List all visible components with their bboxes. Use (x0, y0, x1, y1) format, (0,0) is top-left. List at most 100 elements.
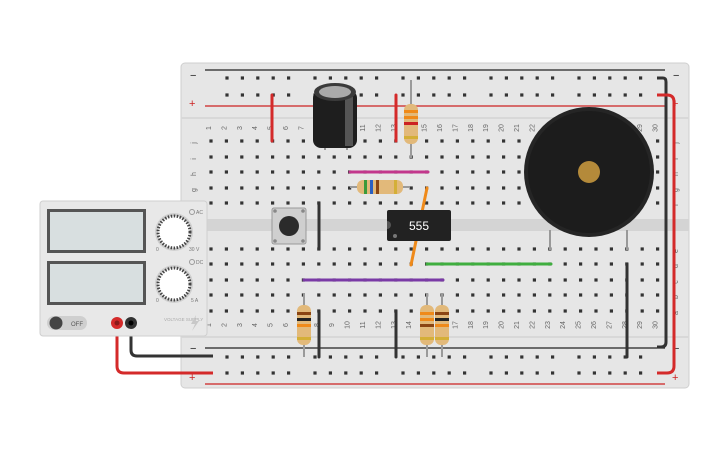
breadboard-hole[interactable] (394, 293, 398, 297)
breadboard-hole[interactable] (409, 293, 413, 297)
breadboard-hole[interactable] (440, 155, 444, 159)
breadboard-hole[interactable] (363, 201, 367, 205)
breadboard-hole[interactable] (639, 93, 643, 97)
breadboard-hole[interactable] (209, 186, 213, 190)
breadboard-hole[interactable] (608, 93, 612, 97)
breadboard-hole[interactable] (532, 309, 536, 313)
breadboard-hole[interactable] (271, 186, 275, 190)
breadboard-hole[interactable] (209, 155, 213, 159)
breadboard-hole[interactable] (463, 93, 467, 97)
breadboard-hole[interactable] (502, 201, 506, 205)
breadboard-hole[interactable] (256, 93, 260, 97)
breadboard-hole[interactable] (640, 278, 644, 282)
breadboard-hole[interactable] (363, 139, 367, 143)
breadboard-hole[interactable] (332, 170, 336, 174)
breadboard-hole[interactable] (579, 293, 583, 297)
breadboard-hole[interactable] (287, 355, 291, 359)
breadboard-hole[interactable] (640, 262, 644, 266)
breadboard-hole[interactable] (656, 170, 660, 174)
breadboard-hole[interactable] (551, 76, 555, 80)
breadboard-hole[interactable] (348, 186, 352, 190)
breadboard-hole[interactable] (378, 262, 382, 266)
power-supply[interactable]: 0 30 V 0 5 A AC DC OFF VOLTAGE SUPPLY (39, 200, 208, 337)
breadboard-hole[interactable] (348, 155, 352, 159)
breadboard-hole[interactable] (463, 371, 467, 375)
breadboard-hole[interactable] (271, 201, 275, 205)
breadboard-hole[interactable] (332, 247, 336, 251)
breadboard-hole[interactable] (240, 262, 244, 266)
breadboard-hole[interactable] (255, 293, 259, 297)
breadboard-hole[interactable] (504, 76, 508, 80)
breadboard-hole[interactable] (563, 293, 567, 297)
breadboard-hole[interactable] (224, 155, 228, 159)
breadboard-hole[interactable] (286, 155, 290, 159)
breadboard-hole[interactable] (608, 355, 612, 359)
breadboard-hole[interactable] (240, 293, 244, 297)
breadboard-hole[interactable] (548, 293, 552, 297)
breadboard-hole[interactable] (455, 155, 459, 159)
breadboard-hole[interactable] (317, 186, 321, 190)
push-button[interactable] (271, 207, 307, 245)
breadboard-hole[interactable] (328, 355, 332, 359)
breadboard-hole[interactable] (594, 262, 598, 266)
breadboard-hole[interactable] (332, 186, 336, 190)
breadboard-hole[interactable] (286, 201, 290, 205)
breadboard-hole[interactable] (394, 155, 398, 159)
breadboard-hole[interactable] (432, 93, 436, 97)
breadboard-hole[interactable] (532, 293, 536, 297)
resistor-bottom-left[interactable] (297, 293, 311, 357)
breadboard-hole[interactable] (240, 355, 244, 359)
breadboard-hole[interactable] (486, 186, 490, 190)
breadboard-hole[interactable] (656, 201, 660, 205)
resistor-horizontal[interactable] (350, 180, 410, 194)
breadboard-hole[interactable] (394, 262, 398, 266)
breadboard-hole[interactable] (656, 293, 660, 297)
breadboard-hole[interactable] (301, 155, 305, 159)
breadboard-hole[interactable] (548, 309, 552, 313)
breadboard-hole[interactable] (363, 247, 367, 251)
breadboard-hole[interactable] (225, 76, 229, 80)
breadboard-hole[interactable] (255, 309, 259, 313)
breadboard-hole[interactable] (286, 186, 290, 190)
breadboard-hole[interactable] (363, 309, 367, 313)
breadboard-hole[interactable] (271, 309, 275, 313)
breadboard-hole[interactable] (623, 93, 627, 97)
breadboard-hole[interactable] (416, 93, 420, 97)
breadboard-hole[interactable] (317, 155, 321, 159)
wires[interactable] (270, 76, 676, 375)
breadboard-hole[interactable] (471, 170, 475, 174)
breadboard-hole[interactable] (240, 278, 244, 282)
breadboard-hole[interactable] (224, 293, 228, 297)
breadboard-hole[interactable] (240, 247, 244, 251)
breadboard-hole[interactable] (224, 247, 228, 251)
breadboard-hole[interactable] (224, 170, 228, 174)
breadboard-hole[interactable] (656, 309, 660, 313)
breadboard-hole[interactable] (447, 355, 451, 359)
breadboard-hole[interactable] (504, 93, 508, 97)
breadboard-hole[interactable] (563, 247, 567, 251)
breadboard-hole[interactable] (255, 262, 259, 266)
breadboard-hole[interactable] (255, 247, 259, 251)
breadboard-hole[interactable] (240, 186, 244, 190)
breadboard-hole[interactable] (486, 247, 490, 251)
breadboard-hole[interactable] (520, 93, 524, 97)
breadboard-hole[interactable] (471, 155, 475, 159)
breadboard-hole[interactable] (240, 201, 244, 205)
breadboard-hole[interactable] (240, 371, 244, 375)
breadboard-hole[interactable] (425, 139, 429, 143)
resistor-top-vertical[interactable] (404, 80, 418, 158)
breadboard-hole[interactable] (517, 170, 521, 174)
piezo-buzzer[interactable] (524, 107, 654, 250)
breadboard-hole[interactable] (455, 309, 459, 313)
current-knob[interactable] (156, 266, 192, 302)
breadboard-hole[interactable] (455, 247, 459, 251)
breadboard-hole[interactable] (623, 355, 627, 359)
breadboard-hole[interactable] (502, 186, 506, 190)
breadboard-hole[interactable] (348, 262, 352, 266)
breadboard-hole[interactable] (224, 201, 228, 205)
breadboard-hole[interactable] (471, 201, 475, 205)
breadboard-hole[interactable] (271, 170, 275, 174)
breadboard-hole[interactable] (563, 262, 567, 266)
breadboard-hole[interactable] (577, 355, 581, 359)
breadboard-hole[interactable] (375, 355, 379, 359)
